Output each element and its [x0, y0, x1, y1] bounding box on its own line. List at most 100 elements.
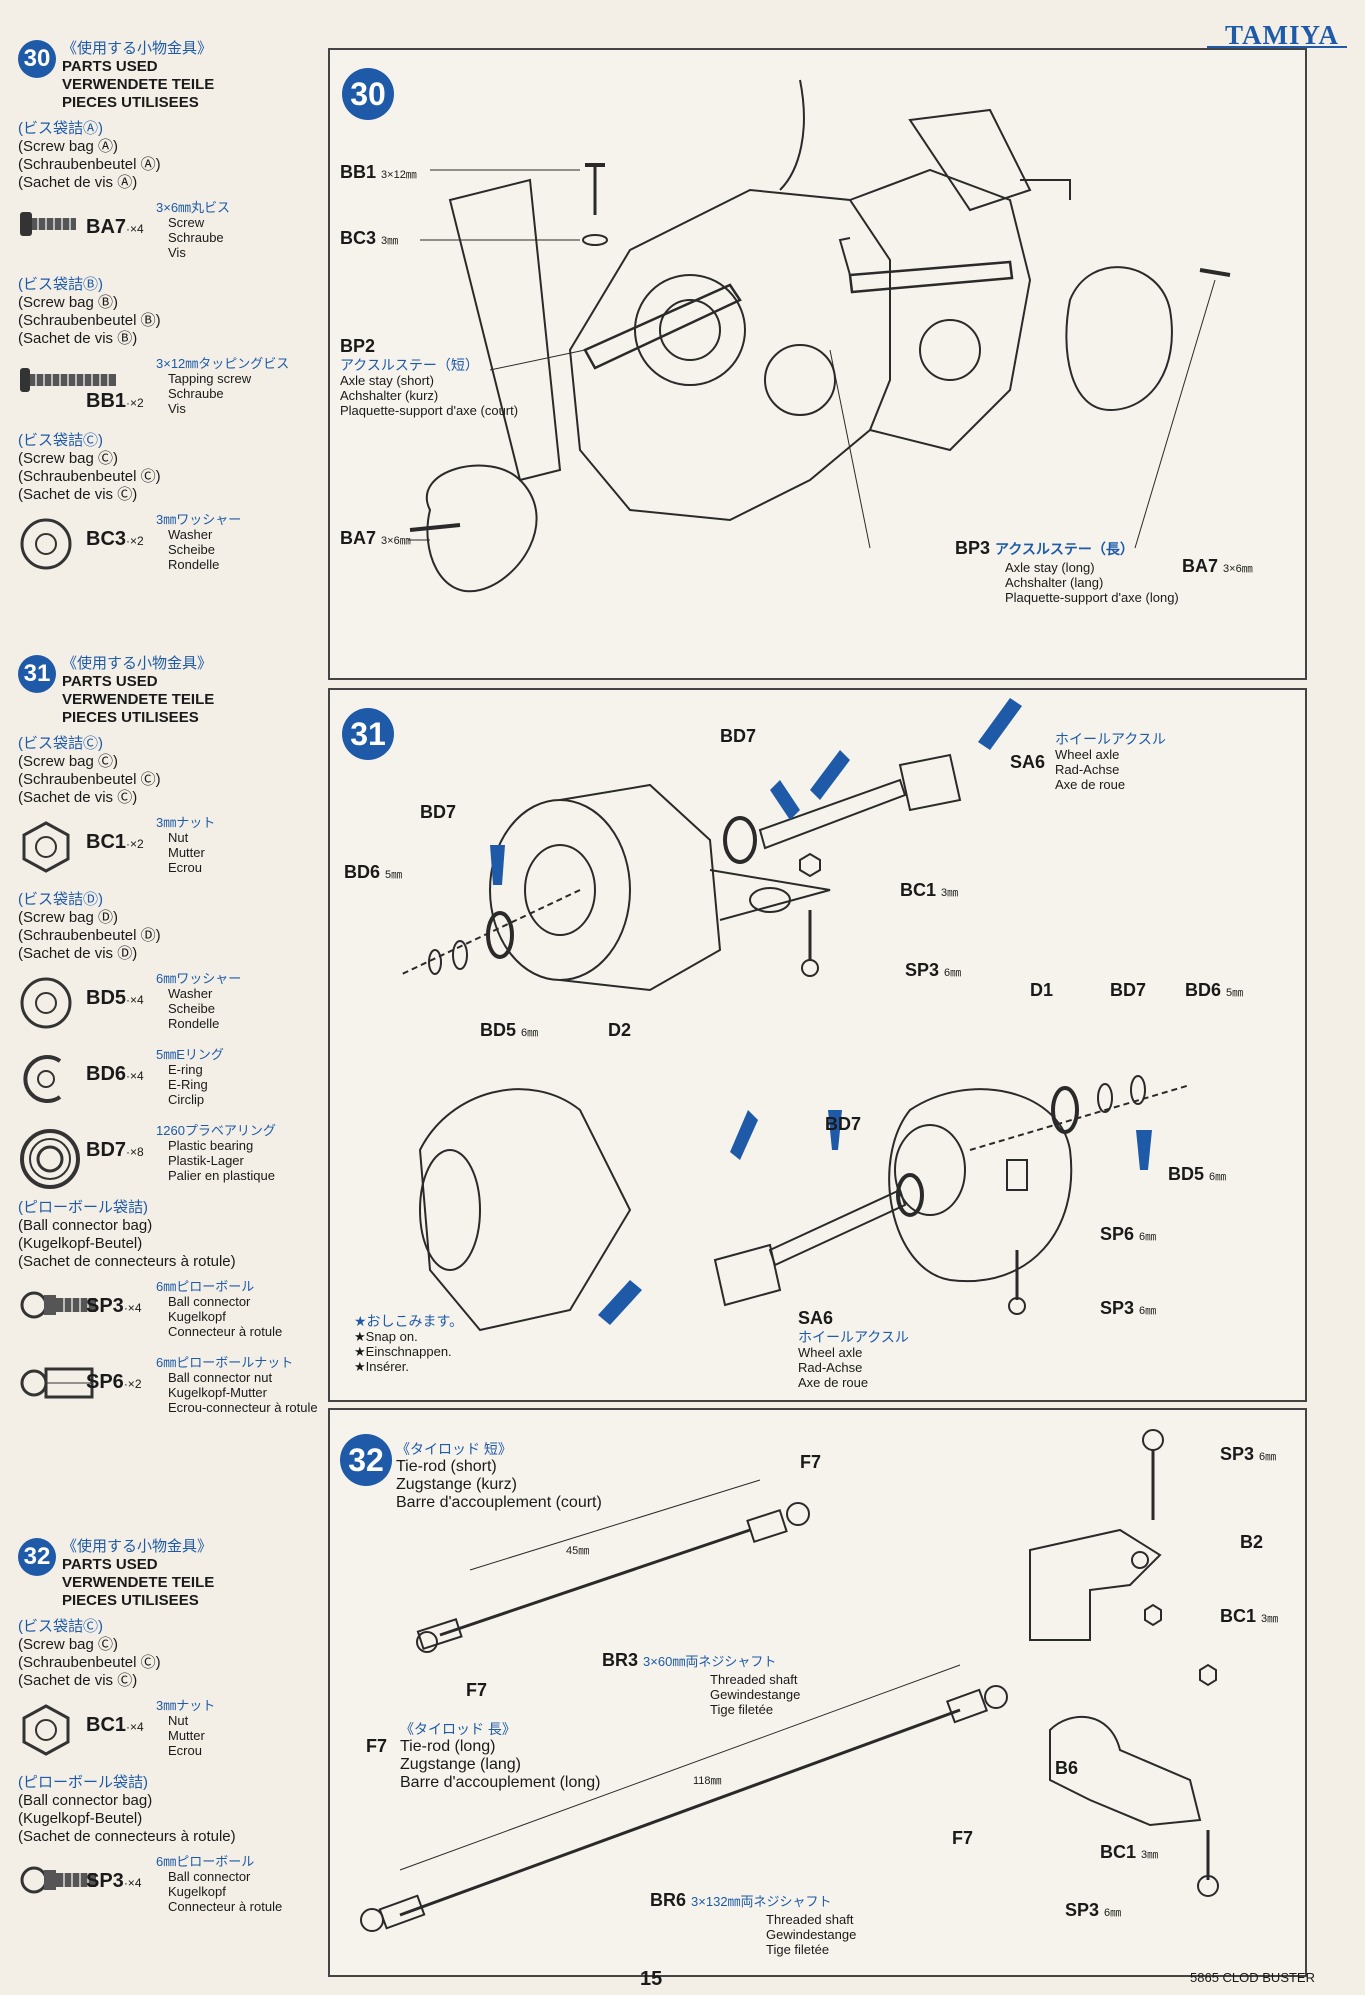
part-quantity: ·×4 [126, 1720, 144, 1734]
step-number-badge: 30 [342, 68, 394, 120]
parts-used-de: VERWENDETE TEILE [62, 691, 215, 708]
part-name-de: E-Ring [168, 1077, 208, 1092]
bag-name-en: (Screw bag Ⓒ) [18, 753, 119, 770]
bag-name-jp: (ビス袋詰Ⓑ) [18, 276, 103, 293]
part-quantity: ·×4 [123, 1301, 142, 1315]
label-bd7-d: BD7 [825, 1114, 862, 1134]
label-b2: B2 [1240, 1532, 1264, 1552]
part-name-en: Nut [168, 830, 189, 845]
part-code: BC3·×2 [86, 528, 144, 551]
bag-name-fr: (Sachet de vis Ⓐ) [18, 174, 138, 191]
wheel-axle-assembly-drawing [399, 698, 1191, 1332]
label-ba7-left: BA7 3×6㎜ [340, 528, 411, 548]
part-quantity: ·×8 [126, 1145, 144, 1159]
part-name-en: Ball connector nut [168, 1370, 273, 1385]
part-name-fr: Ecrou-connecteur à rotule [168, 1400, 318, 1415]
part-code-text: SP3 [86, 1870, 124, 1892]
part-quantity: ·×4 [126, 222, 144, 236]
ball-nut-icon [20, 1359, 94, 1415]
bag-name-jp: (ビス袋詰Ⓒ) [18, 735, 103, 752]
label-bc1: BC1 3㎜ [900, 880, 959, 900]
parts-used-jp: 《使用する小物金具》 [62, 655, 213, 672]
screw-bag-label: (ピローボール袋詰)(Ball connector bag)(Kugelkopf… [18, 1199, 328, 1271]
nut-icon [20, 1702, 78, 1758]
part-name-fr: Vis [168, 245, 186, 260]
tapping-screw-icon [20, 360, 116, 416]
label-f7-a: F7 [800, 1452, 822, 1472]
label-bc1-top: BC1 3㎜ [1220, 1606, 1279, 1626]
part-quantity: ·×4 [126, 993, 144, 1007]
screw-bag-label: (ビス袋詰Ⓒ)(Screw bag Ⓒ)(Schraubenbeutel Ⓒ)(… [18, 432, 328, 504]
label-bd7-b: BD7 [420, 802, 457, 822]
bag-name-fr: (Sachet de vis Ⓑ) [18, 330, 138, 347]
kit-code: 5865 CLOD BUSTER [1190, 1970, 1315, 1985]
bag-name-de: (Kugelkopf-Beutel) [18, 1235, 143, 1252]
label-f7-d: F7 [952, 1828, 974, 1848]
bp3-description: Axle stay (long) Achshalter (lang) Plaqu… [1005, 560, 1179, 605]
bag-name-jp: (ピローボール袋詰) [18, 1774, 148, 1791]
label-sa6-bottom: SA6 [798, 1308, 834, 1328]
label-bp3: BP3 アクスルステー（長） [955, 538, 1134, 558]
part-code: BD5·×4 [86, 987, 144, 1010]
part-name-de: Kugelkopf-Mutter [168, 1385, 267, 1400]
label-sp3-bottom: SP3 6㎜ [1065, 1900, 1122, 1920]
label-br3: BR3 3×60㎜両ネジシャフト [602, 1650, 777, 1670]
bag-name-jp: (ビス袋詰Ⓐ) [18, 120, 103, 137]
bag-name-de: (Schraubenbeutel Ⓐ) [18, 156, 161, 173]
bag-name-jp: (ビス袋詰Ⓓ) [18, 891, 103, 908]
label-d1: D1 [1030, 980, 1054, 1000]
br3-description: Threaded shaft Gewindestange Tige fileté… [710, 1672, 801, 1717]
part-name-fr: Rondelle [168, 557, 220, 572]
dimension-118mm: 118㎜ [693, 1775, 722, 1787]
label-bc1-bottom: BC1 3㎜ [1100, 1842, 1159, 1862]
part-name-en: Screw [168, 215, 205, 230]
part-code: SP6·×2 [86, 1371, 142, 1394]
bag-name-jp: (ビス袋詰Ⓒ) [18, 1618, 103, 1635]
step-number-badge: 30 [18, 40, 56, 78]
nut-icon [20, 819, 78, 875]
parts-used-en: PARTS USED [62, 1556, 158, 1573]
step-number-badge: 32 [18, 1538, 56, 1576]
parts-used-fr: PIECES UTILISEES [62, 94, 199, 111]
bag-name-de: (Kugelkopf-Beutel) [18, 1810, 143, 1827]
part-code: BA7·×4 [86, 216, 144, 239]
bag-name-de: (Schraubenbeutel Ⓑ) [18, 312, 161, 329]
part-name-jp: 6㎜ピローボール [156, 1279, 255, 1294]
parts-used-en: PARTS USED [62, 58, 158, 75]
bag-name-jp: (ビス袋詰Ⓒ) [18, 432, 103, 449]
snap-on-note: ★おしこみます。 ★Snap on. ★Einschnappen. ★Insér… [354, 1313, 464, 1375]
bag-name-fr: (Sachet de vis Ⓓ) [18, 945, 138, 962]
part-name-jp: 6㎜ピローボールナット [156, 1355, 294, 1370]
label-sp3-a: SP3 6㎜ [905, 960, 962, 980]
tie-rod-assembly-drawing [360, 1429, 1219, 1932]
part-quantity: ·×2 [126, 396, 144, 410]
bag-name-de: (Schraubenbeutel Ⓒ) [18, 1654, 161, 1671]
part-name-de: Mutter [168, 845, 205, 860]
bag-name-de: (Schraubenbeutel Ⓒ) [18, 468, 161, 485]
bag-name-fr: (Sachet de vis Ⓒ) [18, 789, 138, 806]
label-br6: BR6 3×132㎜両ネジシャフト [650, 1890, 832, 1910]
step-number-badge: 32 [340, 1434, 392, 1486]
bp2-description: アクスルステー（短） Axle stay (short) Achshalter … [340, 357, 519, 419]
label-bd7-c: BD7 [1110, 980, 1147, 1000]
bag-name-fr: (Sachet de connecteurs à rotule) [18, 1253, 236, 1270]
label-bd5-right: BD5 6㎜ [1168, 1164, 1227, 1184]
e-ring-icon [20, 1051, 78, 1107]
label-bd6-right: BD6 5㎜ [1185, 980, 1244, 1000]
bag-name-en: (Ball connector bag) [18, 1792, 153, 1809]
brand-logo: TAMIYA [1224, 20, 1339, 50]
label-sa6-top: SA6 [1010, 752, 1046, 772]
screw-bag-label: (ピローボール袋詰)(Ball connector bag)(Kugelkopf… [18, 1774, 328, 1846]
label-b6: B6 [1055, 1758, 1079, 1778]
part-name-fr: Connecteur à rotule [168, 1324, 283, 1339]
